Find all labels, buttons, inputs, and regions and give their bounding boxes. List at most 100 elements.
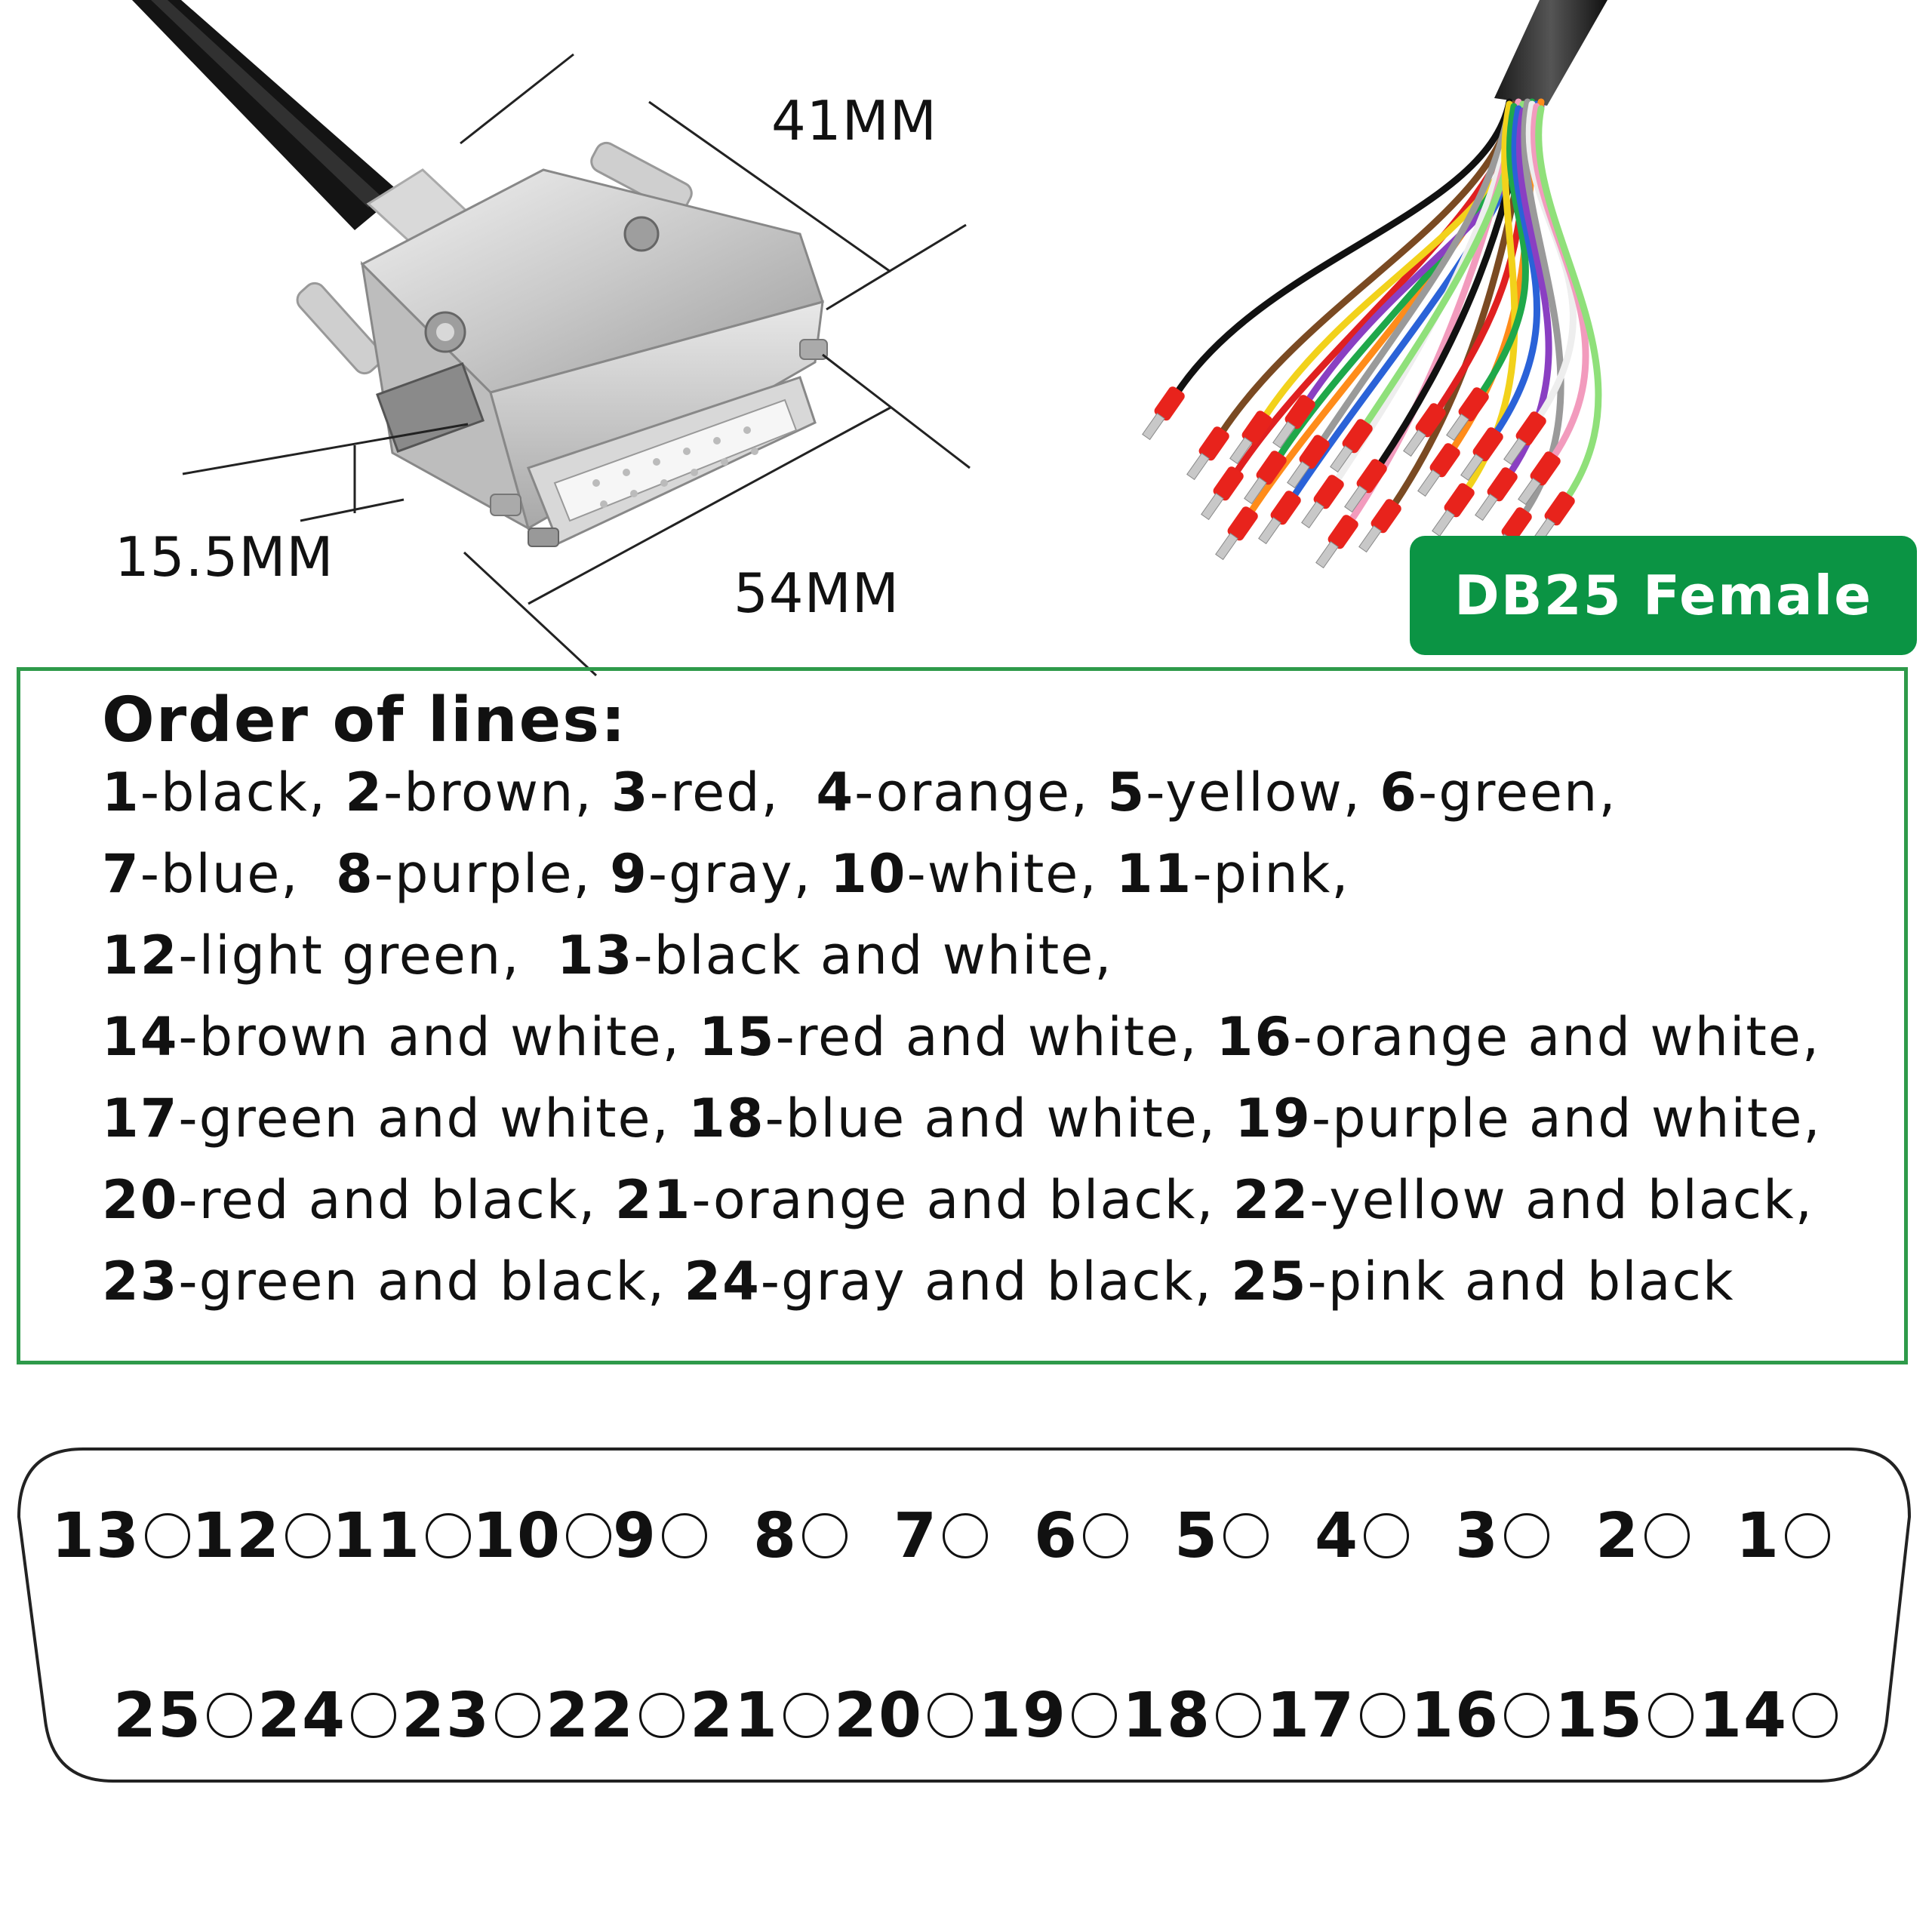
pin-22: 22: [546, 1674, 685, 1757]
pin-socket-icon: [495, 1693, 541, 1738]
pin-4: 4: [1315, 1494, 1410, 1577]
pin-number: 20: [834, 1679, 924, 1752]
pin-8: 8: [753, 1494, 848, 1577]
wire-number: 11: [1115, 843, 1193, 905]
pinout-shell-outline: [17, 1447, 1912, 1783]
wire-number: 22: [1232, 1169, 1310, 1231]
wire-number: 24: [684, 1251, 761, 1312]
pin-number: 9: [613, 1500, 658, 1572]
ferrule-pin: [1301, 500, 1324, 529]
wire-number: 14: [102, 1006, 179, 1068]
pin-15: 15: [1555, 1674, 1694, 1757]
pin-socket-icon: [928, 1693, 974, 1738]
ferrule-pin: [1503, 437, 1527, 466]
wire-color-name: -green,: [1417, 761, 1617, 823]
pin-socket-icon: [802, 1513, 848, 1558]
pin-11: 11: [332, 1494, 472, 1577]
wire-color-name: -yellow and black,: [1309, 1169, 1814, 1231]
pin-socket-icon: [207, 1693, 253, 1738]
wire-number: 7: [102, 843, 140, 905]
pin-socket-icon: [1072, 1693, 1118, 1738]
ferrule: [1458, 387, 1489, 422]
pin-14: 14: [1699, 1674, 1838, 1757]
pin-socket-icon: [426, 1513, 472, 1558]
pin-21: 21: [690, 1674, 829, 1757]
pin-number: 22: [546, 1679, 635, 1752]
pin-socket-icon: [566, 1513, 612, 1558]
pin-number: 13: [51, 1500, 141, 1572]
wire-order-line: 7-blue, 8-purple, 9-gray, 10-white, 11-p…: [102, 843, 1350, 905]
wire-order-title: Order of lines:: [102, 685, 627, 756]
ferrule-pin: [1518, 477, 1541, 506]
ferrule: [1356, 459, 1387, 494]
pin-number: 4: [1315, 1500, 1360, 1572]
wire-number: 23: [102, 1251, 179, 1312]
wire-color-name: -purple,: [374, 843, 611, 905]
wire-number: 4: [816, 761, 855, 823]
pin-number: 16: [1411, 1679, 1500, 1752]
ferrule-pin: [1432, 509, 1455, 537]
pin-12: 12: [192, 1494, 331, 1577]
pin-number: 18: [1122, 1679, 1212, 1752]
wire-number: 18: [688, 1088, 765, 1149]
wire-color-name: -red,: [649, 761, 817, 823]
pin-number: 6: [1034, 1500, 1079, 1572]
wire-number: 3: [611, 761, 650, 823]
wire-number: 8: [336, 843, 374, 905]
wire-color-name: -black,: [140, 761, 346, 823]
wire-color-name: -light green,: [178, 924, 557, 986]
width-dimension-label: 41MM: [771, 89, 937, 152]
wire-number: 10: [830, 843, 907, 905]
wire: [1478, 103, 1529, 397]
ferrule: [1429, 443, 1460, 478]
wire-color-name: -brown and white,: [178, 1006, 700, 1068]
pin-number: 24: [257, 1679, 347, 1752]
wire-number: 1: [102, 761, 140, 823]
pin-7: 7: [894, 1494, 989, 1577]
pin-socket-icon: [1785, 1513, 1831, 1558]
pin-20: 20: [834, 1674, 974, 1757]
ferrule: [1472, 427, 1503, 462]
ferrule: [1327, 515, 1358, 549]
ferrule-pin: [1417, 469, 1441, 497]
connector-type-label: DB25 Female: [1454, 564, 1873, 627]
wire-color-name: -red and black,: [178, 1169, 615, 1231]
length-dimension-label: 54MM: [734, 561, 900, 625]
wire-number: 5: [1107, 761, 1146, 823]
pin-2: 2: [1595, 1494, 1690, 1577]
pin-socket-icon: [1504, 1513, 1550, 1558]
pin-10: 10: [472, 1494, 612, 1577]
ferrule: [1544, 491, 1575, 526]
wire-color-name: -red and white,: [775, 1006, 1217, 1068]
pin-number: 15: [1555, 1679, 1644, 1752]
wire-bundle: [1142, 0, 1607, 569]
ferrule-pin: [1344, 485, 1367, 513]
pin-number: 17: [1266, 1679, 1356, 1752]
pin-number: 14: [1699, 1679, 1789, 1752]
ferrule: [1342, 419, 1373, 454]
wire-color-name: -white,: [906, 843, 1116, 905]
pin-number: 1: [1736, 1500, 1781, 1572]
pin-3: 3: [1455, 1494, 1550, 1577]
wire-number: 17: [102, 1088, 179, 1149]
pin-1: 1: [1736, 1494, 1831, 1577]
wire-order-line: 17-green and white, 18-blue and white, 1…: [102, 1088, 1822, 1149]
wire: [1492, 105, 1541, 437]
ferrule: [1241, 411, 1272, 445]
ferrule: [1371, 499, 1401, 534]
ferrule: [1256, 451, 1287, 485]
pin-socket-icon: [1644, 1513, 1690, 1558]
wire-number: 20: [102, 1169, 179, 1231]
pin-socket-icon: [145, 1513, 191, 1558]
pin-socket-icon: [1223, 1513, 1269, 1558]
wire-color-name: -gray,: [648, 843, 831, 905]
dimension-lines: [182, 53, 971, 677]
pin-socket-icon: [783, 1693, 829, 1738]
pin-socket-icon: [1648, 1693, 1694, 1738]
wire-order-line: 23-green and black, 24-gray and black, 2…: [102, 1251, 1735, 1312]
connector-photo: [132, 0, 1607, 677]
ferrule: [1270, 491, 1301, 525]
pin-9: 9: [613, 1494, 708, 1577]
